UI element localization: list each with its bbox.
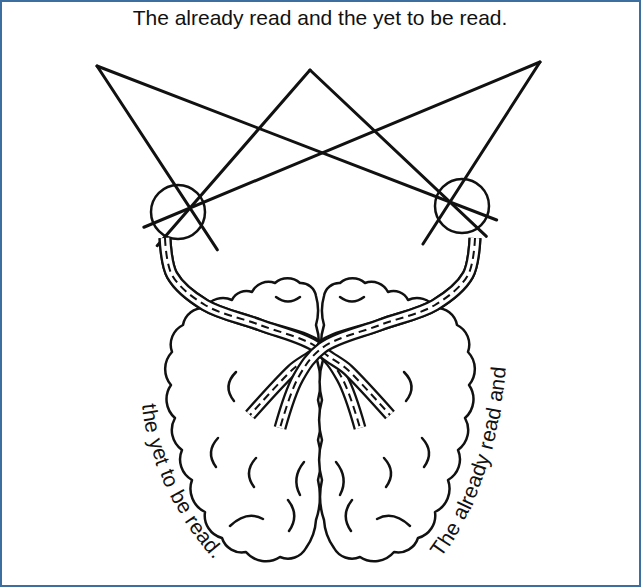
brain-fold: [384, 458, 391, 487]
brain-fold: [340, 297, 364, 302]
nerve-core: [280, 238, 475, 428]
nerve-signal: [165, 238, 360, 428]
brain-fold: [346, 500, 352, 531]
sight-line: [157, 70, 310, 246]
nerve-core: [322, 238, 475, 415]
brain-fold: [288, 500, 294, 531]
nerve-outline: [280, 238, 475, 428]
brain-fold: [230, 516, 263, 526]
nerve-outline: [322, 238, 475, 415]
brain-fold: [276, 297, 300, 302]
curved-label: The already read and: [425, 359, 512, 563]
brain-fold: [249, 458, 256, 487]
nerve-outline: [165, 238, 360, 428]
optic-nerve: [322, 238, 475, 415]
nerve-core: [165, 238, 360, 428]
brain-fold: [404, 372, 412, 401]
optic-nerve: [280, 238, 475, 428]
brain-fold: [211, 438, 218, 467]
brain-fold: [228, 372, 236, 401]
brain-fold: [336, 462, 344, 495]
label-glyph: d: [487, 366, 509, 380]
sight-line: [310, 70, 486, 236]
sight-line: [97, 66, 497, 220]
brain-fold: [296, 462, 304, 495]
sight-line: [423, 62, 540, 244]
label-glyph: e: [142, 419, 165, 435]
sight-line: [144, 62, 540, 227]
label-glyph: n: [485, 377, 507, 391]
nerve-signal: [322, 238, 475, 415]
brain-fold: [422, 438, 429, 467]
nerve-signal: [280, 238, 475, 428]
top-caption: The already read and the yet to be read.: [133, 5, 508, 30]
optic-nerve: [165, 238, 360, 428]
brain-fold: [377, 516, 410, 526]
curved-label: the yet to be read.: [136, 392, 232, 566]
